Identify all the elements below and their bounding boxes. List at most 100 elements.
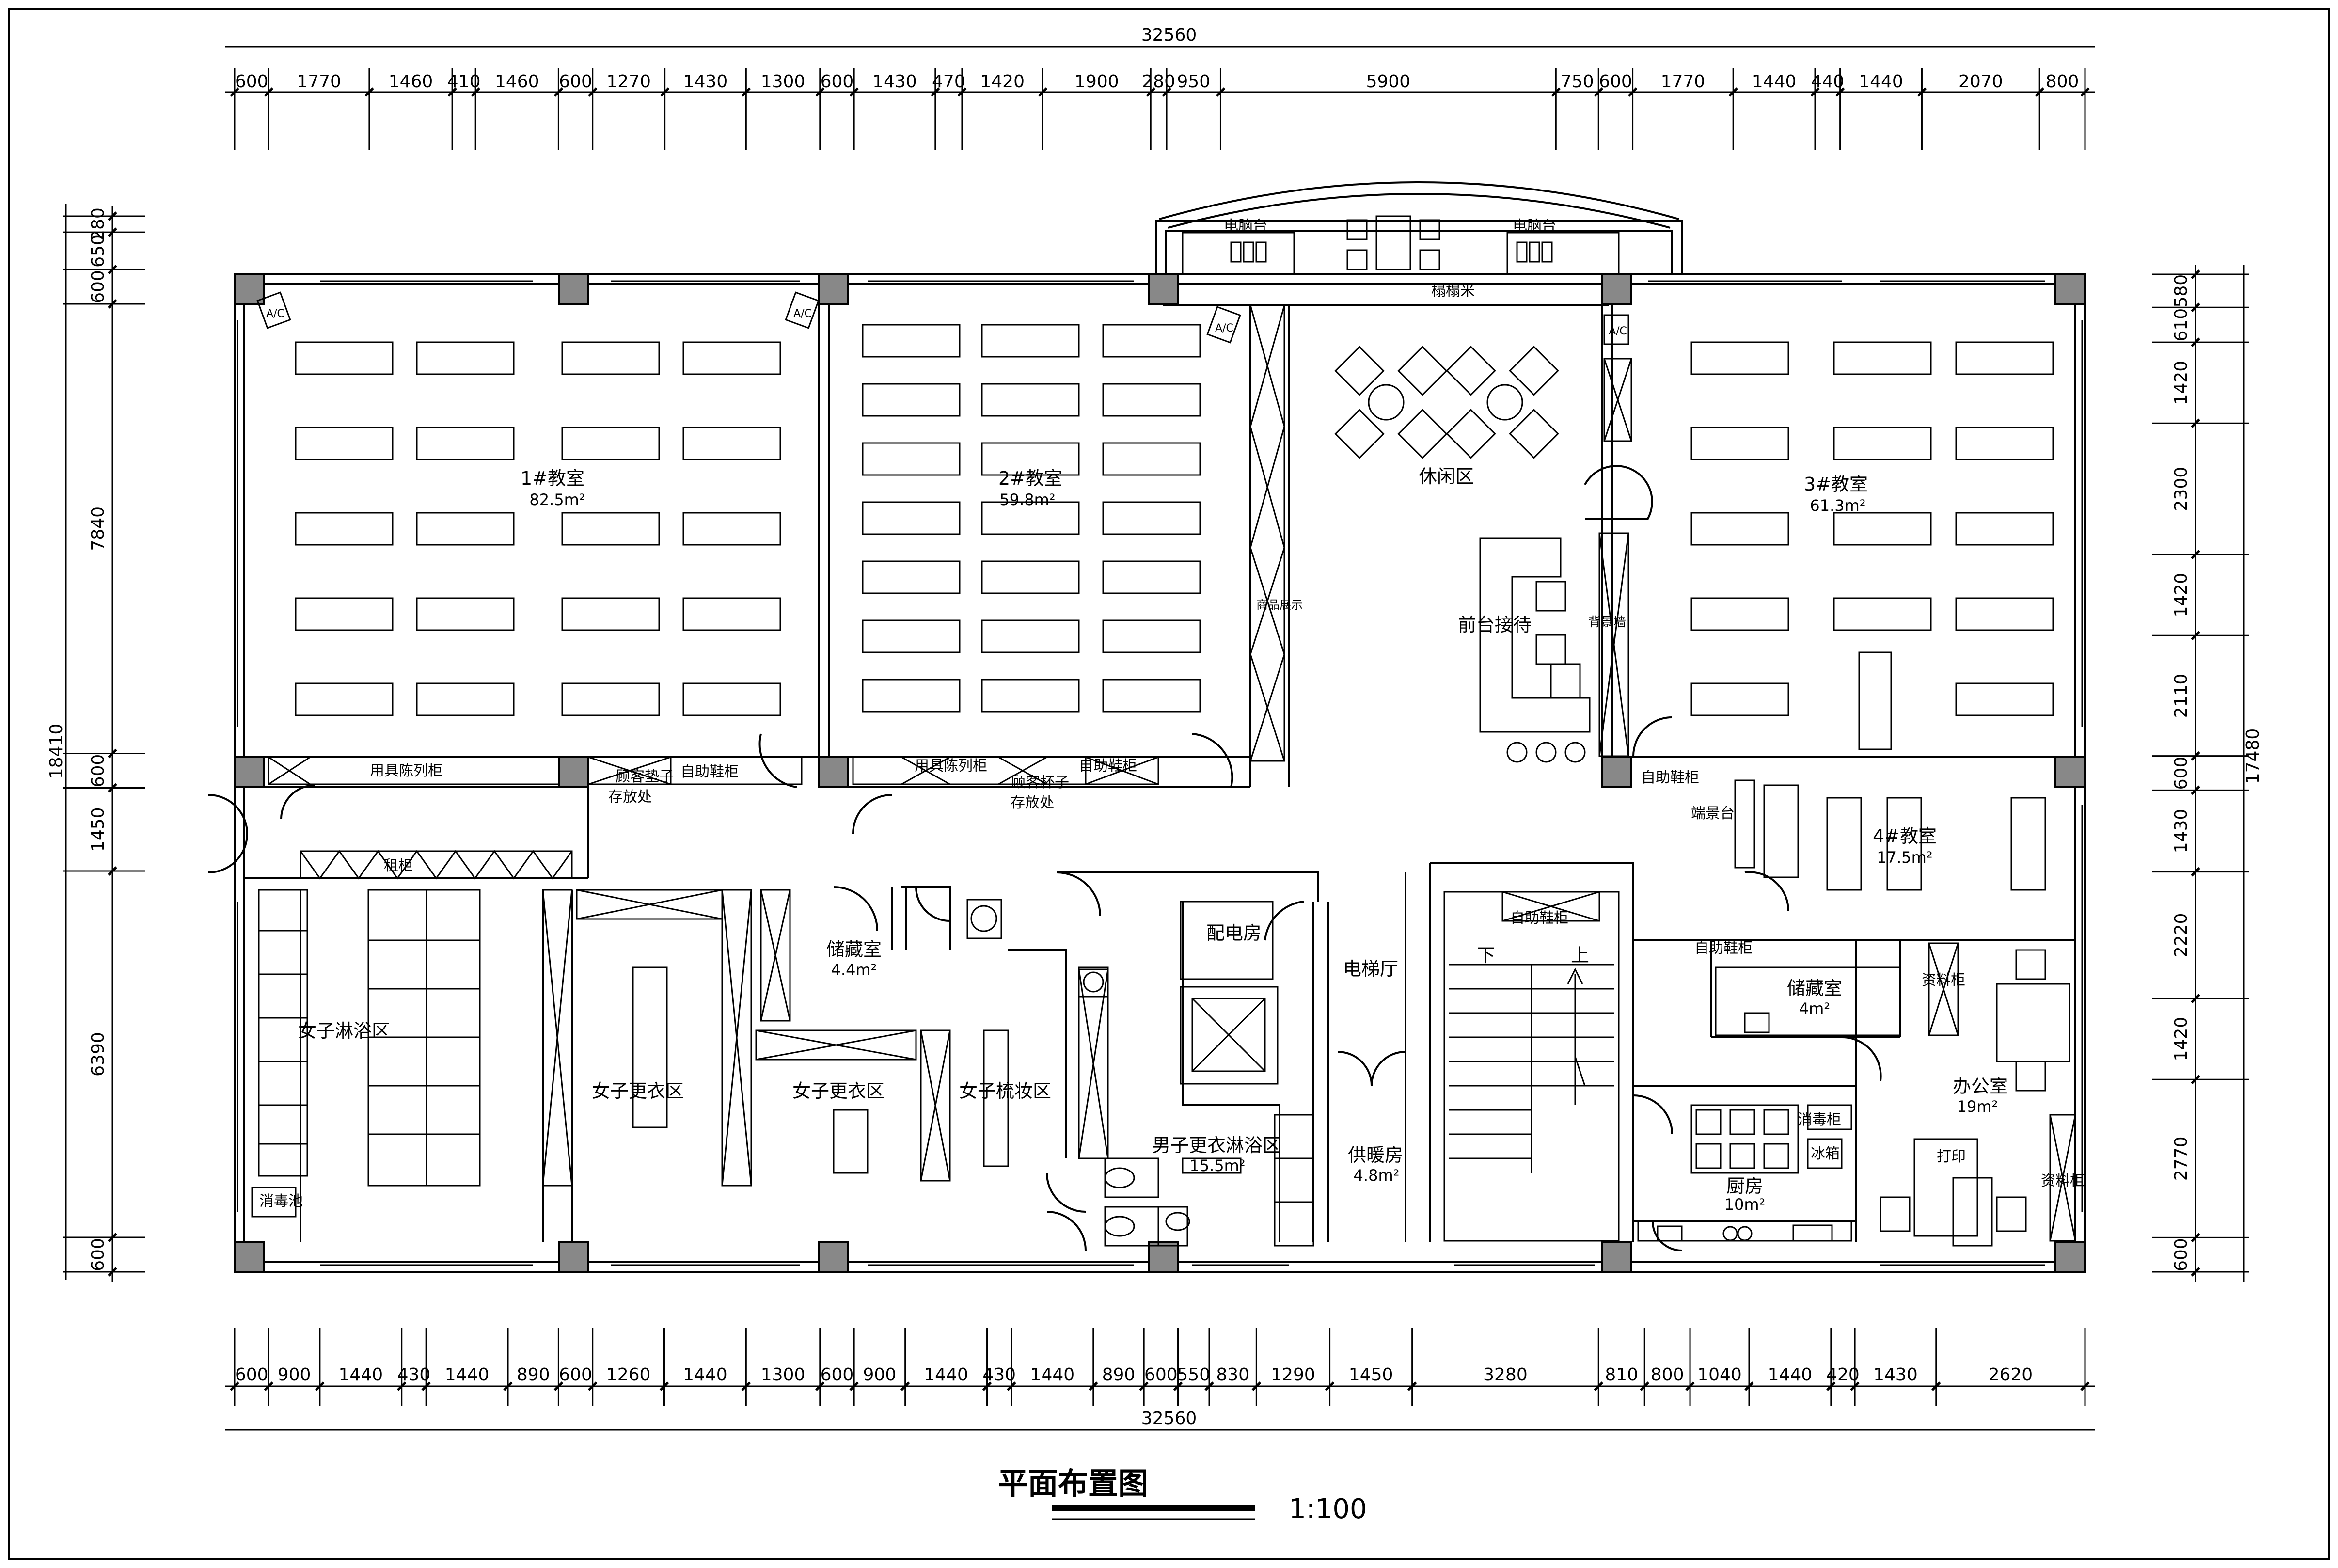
- men-changing-name: 男子更衣淋浴区: [1152, 1135, 1281, 1156]
- top-dim-slash: [1551, 87, 1561, 97]
- top-dim-slash: [2035, 87, 2044, 97]
- right-dim-label: 1420: [2171, 1017, 2191, 1061]
- top-dim-label: 2070: [1959, 72, 2003, 92]
- men-changing-area: 15.5m²: [1189, 1156, 1245, 1175]
- left-dim-slash: [108, 866, 117, 876]
- top-dim-label: 1430: [683, 72, 728, 92]
- bottom-dim-slash: [982, 1381, 992, 1391]
- fridge-label: 冰箱: [1811, 1145, 1840, 1162]
- bottom-dim-label: 430: [397, 1365, 431, 1385]
- right-dim-label: 2770: [2171, 1136, 2191, 1181]
- shower-lockers: [251, 889, 481, 1218]
- room-labels: 1#教室 82.5m² 2#教室 59.8m² 3#教室 61.3m² 4#教室…: [298, 466, 2008, 1214]
- ac-units: [256, 291, 1629, 345]
- storage2-name: 储藏室: [1787, 978, 1842, 999]
- right-dim-label: 610: [2171, 308, 2191, 342]
- bottom-dim-slash: [1007, 1381, 1016, 1391]
- sterilizer-label: 消毒柜: [1798, 1111, 1841, 1128]
- bottom-dim-slash: [849, 1381, 859, 1391]
- bottom-dim-slash: [230, 1381, 239, 1391]
- bottom-dim-label: 600: [559, 1365, 592, 1385]
- windows: [237, 280, 2083, 1266]
- kitchen-furniture: [1637, 1104, 1852, 1242]
- right-dim-slash: [2191, 1233, 2200, 1243]
- top-dim-label: 750: [1561, 72, 1594, 92]
- bottom-dim-slash: [659, 1381, 669, 1391]
- left-dim-slash: [108, 783, 117, 793]
- bottom-dim-label: 1260: [606, 1365, 651, 1385]
- title-block: 平面布置图 1:100: [998, 1466, 1367, 1525]
- classroom4-desks: [1734, 779, 2046, 891]
- right-dim-slash: [2191, 785, 2200, 795]
- top-dim-label: 1460: [495, 72, 539, 92]
- bottom-dim-slash: [587, 1381, 598, 1391]
- bottom-dim-slash: [1204, 1381, 1214, 1391]
- top-dim-slash: [230, 87, 239, 97]
- men-lockers: [1274, 1114, 1314, 1247]
- bottom-dim-slash: [1139, 1381, 1149, 1391]
- top-dim-label: 1270: [606, 72, 651, 92]
- left-dim-slash: [108, 265, 117, 274]
- elevator: [1180, 901, 1279, 1085]
- left-dim-label: 650: [88, 234, 108, 268]
- top-dim-slash: [1728, 87, 1738, 97]
- left-dim-slash: [108, 299, 117, 309]
- top-dim-slash: [931, 87, 940, 97]
- shoe-cabinet5-label: 自助鞋柜: [1694, 940, 1753, 957]
- right-dim-label: 580: [2171, 274, 2191, 308]
- top-dim-label: 600: [821, 72, 854, 92]
- computer-desk-left-label: 电脑台: [1224, 218, 1267, 235]
- right-dim-slash: [2191, 1075, 2200, 1085]
- bottom-dim-slash: [396, 1381, 407, 1391]
- storage1-area: 4.4m²: [831, 961, 877, 979]
- mat-storage-label-line1: 顾客垫子: [616, 768, 674, 785]
- furniture-labels: 电脑台 电脑台 榻榻米 商品展示 背景墙 用具陈列柜 用具陈列柜 顾客垫子 存放…: [259, 218, 2085, 1210]
- bottom-dim-label: 1440: [683, 1365, 727, 1385]
- back-wall-label: 背景墙: [1588, 615, 1626, 630]
- mat-storage-label-line2: 存放处: [608, 789, 652, 806]
- right-dim-slash: [2191, 751, 2200, 761]
- bottom-dim-slash: [2080, 1381, 2090, 1391]
- bottom-dim-slash: [1685, 1381, 1695, 1391]
- cup-storage-label-line2: 存放处: [1011, 794, 1054, 811]
- bottom-dim-label: 3280: [1483, 1365, 1528, 1385]
- heating-room-name: 供暖房: [1348, 1144, 1403, 1166]
- drawing-border: [8, 8, 2330, 1560]
- right-dim-slash: [2191, 302, 2200, 313]
- rental-cabinet-label: 租柜: [384, 857, 413, 874]
- bottom-dim-label: 1290: [1271, 1365, 1315, 1385]
- top-dim-label: 1440: [1859, 72, 1903, 92]
- lounge-name: 休闲区: [1419, 466, 1474, 487]
- bottom-dim-label: 1440: [1768, 1365, 1813, 1385]
- bottom-dim-label: 600: [821, 1365, 854, 1385]
- top-dim-label: 1440: [1752, 72, 1797, 92]
- bottom-dim-slash: [1850, 1381, 1860, 1391]
- shoe-cabinet3-label: 自助鞋柜: [1641, 769, 1699, 786]
- right-dim-label: 600: [2171, 757, 2191, 790]
- bottom-dim-label: 900: [863, 1365, 897, 1385]
- classroom3-desks: [1690, 341, 2054, 750]
- right-dim-label: 1420: [2171, 361, 2191, 405]
- top-dim-label: 440: [1811, 72, 1844, 92]
- product-display-label: 商品展示: [1256, 598, 1303, 612]
- right-dim-slash: [2191, 418, 2200, 428]
- women-changing-cabinets: [542, 889, 1109, 1187]
- top-dim-slash: [2080, 87, 2090, 97]
- top-dim-label: 600: [1599, 72, 1632, 92]
- top-dim-slash: [741, 87, 751, 97]
- left-total-dimension: 18410: [47, 724, 66, 779]
- right-dim-label: 2110: [2171, 674, 2191, 718]
- right-total-dimension: 17480: [2243, 729, 2263, 784]
- top-dim-label: 950: [1177, 72, 1210, 92]
- right-dim-slash: [2191, 867, 2200, 877]
- bottom-dim-label: 550: [1177, 1365, 1210, 1385]
- right-dim-slash: [2191, 1267, 2200, 1277]
- bottom-dim-slash: [553, 1381, 564, 1391]
- top-dim-label: 1300: [761, 72, 806, 92]
- top-dim-label: 600: [235, 72, 269, 92]
- top-dim-slash: [1038, 87, 1048, 97]
- left-dim-slash: [108, 211, 117, 221]
- bottom-dim-label: 1440: [1030, 1365, 1075, 1385]
- computer-desk-right-label: 电脑台: [1513, 218, 1556, 235]
